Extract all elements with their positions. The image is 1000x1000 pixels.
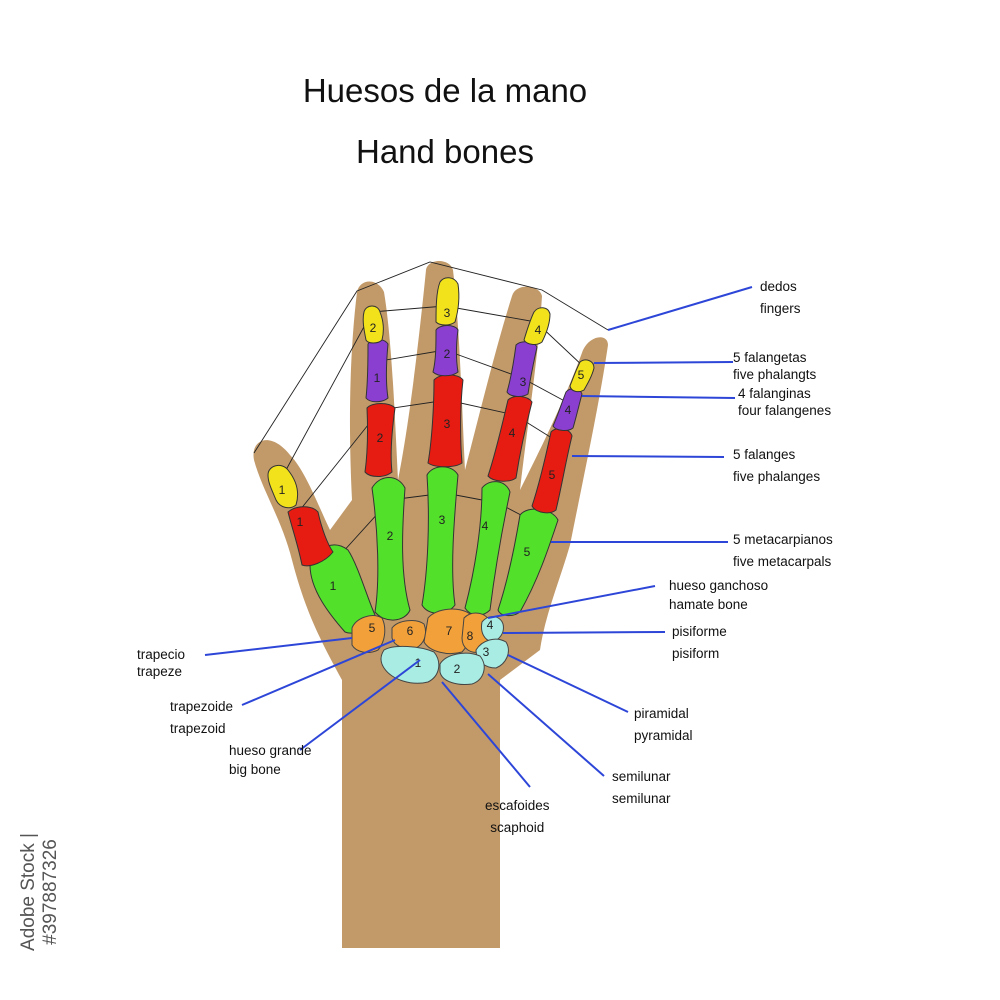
pointer-line-ganchoso [487, 585, 656, 619]
pointer-line-trapecio [204, 637, 353, 656]
metacarpal-3 [421, 466, 459, 614]
middle-phalanx-1 [365, 339, 389, 403]
distal-link-line [371, 305, 446, 313]
distal-phalanx-3 [435, 277, 460, 326]
carpal-number-2: 2 [454, 662, 461, 676]
pointer-line-grande [299, 659, 421, 751]
title-english: Hand bones [356, 133, 534, 170]
metacarpal-number-2: 2 [387, 529, 394, 543]
distal-phalanx-5 [569, 359, 595, 393]
pointer-line-escafoides [441, 681, 531, 788]
carpal-number-8: 8 [467, 629, 474, 643]
proximal-phalanx-5 [531, 428, 573, 514]
carpal-number-7: 7 [446, 624, 453, 638]
proximal-phalanx-2 [364, 403, 396, 477]
distal-phalanx-4 [523, 307, 551, 345]
distal-link-line [285, 311, 373, 471]
distal-number-1: 1 [279, 483, 286, 497]
metacarpal-4 [464, 481, 511, 616]
proximal-number-5: 5 [549, 468, 556, 482]
distal-number-5: 5 [578, 368, 585, 382]
proximal-number-1: 1 [297, 515, 304, 529]
metacarpal-number-4: 4 [482, 519, 489, 533]
fingertip-outline-line [253, 261, 609, 454]
proximal-phalanx-4 [487, 395, 533, 482]
pointer-line-pisiforme [502, 631, 666, 634]
distal-number-2: 2 [370, 321, 377, 335]
pointer-line-trapezoide [241, 639, 396, 706]
pointer-line-falanges [571, 455, 725, 458]
carpal-2-semilunar [439, 652, 485, 685]
middle-number-3: 3 [520, 375, 527, 389]
distal-link-line [444, 305, 537, 323]
metacarpal-1 [309, 544, 376, 634]
carpal-1-escafoides [380, 645, 440, 684]
pointer-line-dedos [607, 286, 753, 331]
proximal-number-3: 3 [444, 417, 451, 431]
carpal-number-3: 3 [483, 645, 490, 659]
distal-phalanx-1 [267, 464, 299, 509]
middle-number-2: 2 [444, 347, 451, 361]
carpal-number-5: 5 [369, 621, 376, 635]
carpal-number-6: 6 [407, 624, 414, 638]
middle-number-4: 4 [565, 403, 572, 417]
middle-phalanx-2 [432, 325, 459, 377]
stock-watermark-id: Adobe Stock | #397887326 [18, 833, 61, 951]
carpal-number-1: 1 [415, 656, 422, 670]
proximal-number-2: 2 [377, 431, 384, 445]
distal-phalanx-2 [362, 305, 384, 344]
middle-link-line [444, 349, 523, 379]
carpal-number-4: 4 [487, 618, 494, 632]
pointer-line-falanginas [581, 395, 736, 399]
middle-number-1: 1 [374, 371, 381, 385]
distal-number-3: 3 [444, 306, 451, 320]
metacarpal-2 [371, 477, 411, 621]
proximal-link-line [299, 409, 381, 511]
pointer-lines [204, 286, 753, 788]
proximal-phalanx-3 [427, 374, 464, 468]
metacarpal-number-5: 5 [524, 545, 531, 559]
pointer-line-semilunar [487, 673, 605, 777]
proximal-number-4: 4 [509, 426, 516, 440]
proximal-phalanx-1 [287, 506, 334, 567]
carpal-5-trapecio [351, 615, 386, 653]
pointer-line-falangetas [593, 361, 734, 364]
metacarpal-number-3: 3 [439, 513, 446, 527]
carpal-6-trapezoide [391, 620, 427, 649]
metacarpal-number-1: 1 [330, 579, 337, 593]
pointer-line-piramidal [507, 654, 629, 713]
title-spanish: Huesos de la mano [302, 72, 588, 109]
distal-number-4: 4 [535, 323, 542, 337]
